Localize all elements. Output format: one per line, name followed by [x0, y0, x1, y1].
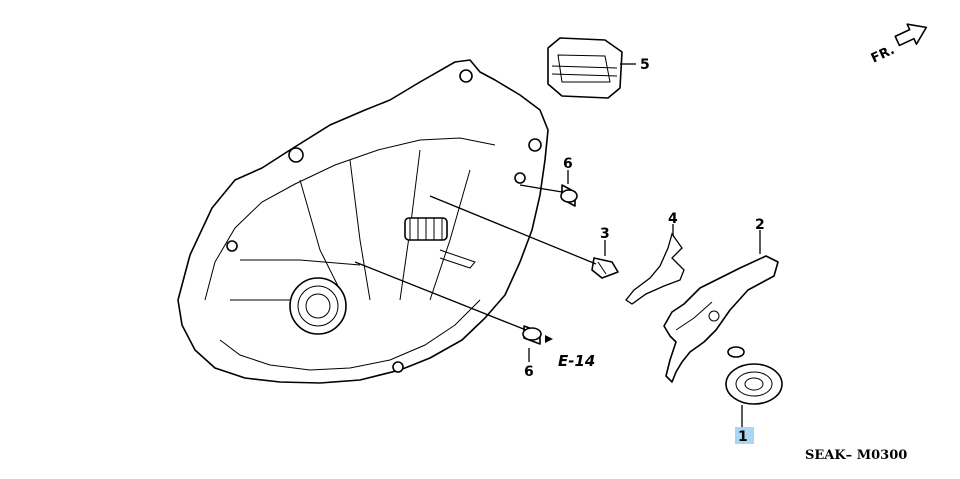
- section-reference-arrow: [545, 335, 553, 343]
- diagram-code: SEAK– M0300: [805, 448, 907, 463]
- callout-5[interactable]: 5: [640, 57, 650, 73]
- callout-6-lower[interactable]: 6: [524, 364, 534, 380]
- part-6-dowel-pin-upper: [560, 184, 578, 207]
- part-3-pivot-bolt: [591, 257, 619, 279]
- callout-1-highlight: [735, 427, 754, 444]
- part-6-dowel-pin-lower: [522, 325, 542, 345]
- part-2-release-fork: [663, 255, 779, 383]
- part-5-boot: [547, 37, 623, 99]
- part-4-spring-clip: [625, 232, 685, 305]
- callout-6-upper[interactable]: 6: [563, 156, 573, 172]
- section-reference-e14[interactable]: E-14: [558, 352, 595, 370]
- callout-4[interactable]: 4: [668, 211, 678, 227]
- front-direction-arrow-icon: [894, 23, 928, 47]
- front-direction-label: FR.: [869, 43, 897, 67]
- part-1-release-bearing: [725, 346, 783, 405]
- callout-2[interactable]: 2: [755, 217, 765, 233]
- callout-1[interactable]: 1: [738, 429, 748, 445]
- callout-3[interactable]: 3: [600, 226, 610, 242]
